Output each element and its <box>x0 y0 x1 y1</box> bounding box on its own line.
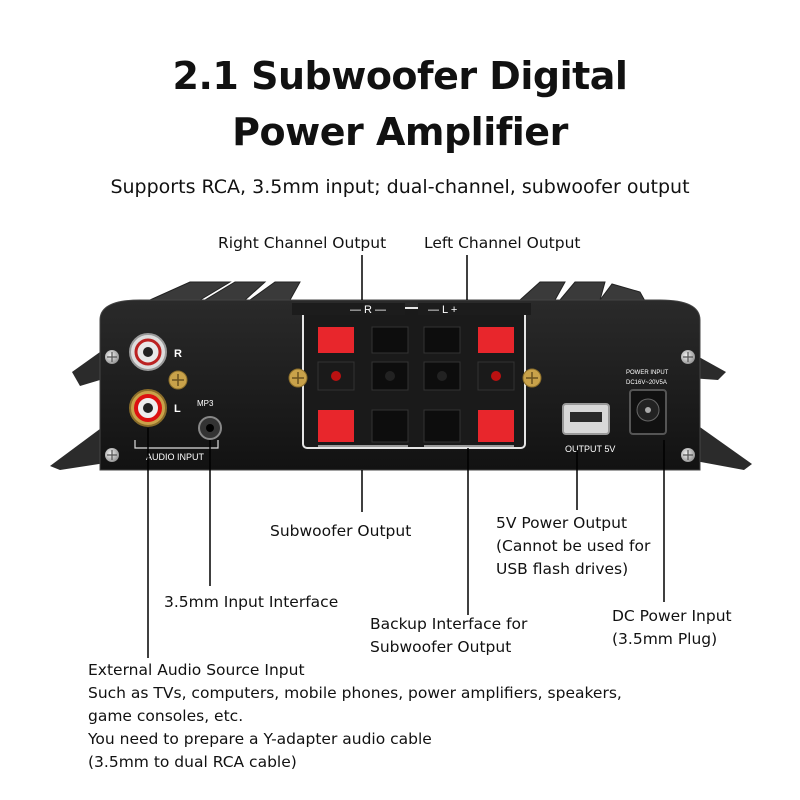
callout-external-line1: External Audio Source Input <box>88 661 305 679</box>
terminal-left-group-mark: — L + <box>428 304 457 316</box>
mp3-label: MP3 <box>197 399 214 408</box>
power-spec-label: DC16V~20V5A <box>626 380 667 386</box>
page-subtitle: Supports RCA, 3.5mm input; dual-channel,… <box>110 176 690 198</box>
page-title-line2: Power Amplifier <box>232 110 568 154</box>
mount-flange-left <box>50 352 112 470</box>
callout-usb-line2: (Cannot be used for <box>496 537 651 555</box>
callout-external-line5: (3.5mm to dual RCA cable) <box>88 753 297 771</box>
callout-dc-line1: DC Power Input <box>612 607 732 625</box>
rca-jack-left[interactable] <box>129 389 167 427</box>
page-title-line1: 2.1 Subwoofer Digital <box>172 54 628 98</box>
power-input-label: POWER INPUT <box>626 370 669 376</box>
output-5v-label: OUTPUT 5V <box>565 444 615 454</box>
callout-external-line4: You need to prepare a Y-adapter audio ca… <box>88 730 432 748</box>
callout-external-line3: game consoles, etc. <box>88 707 244 725</box>
callout-usb-line3: USB flash drives) <box>496 560 629 578</box>
callout-usb-line1: 5V Power Output <box>496 514 628 532</box>
dc-power-jack[interactable] <box>629 389 667 435</box>
callout-subwoofer-output: Subwoofer Output <box>270 522 412 540</box>
callout-backup-line2: Subwoofer Output <box>370 638 512 656</box>
rca-l-mark: L <box>174 403 181 415</box>
rca-ground-screw <box>168 370 188 390</box>
usb-port[interactable] <box>562 403 610 435</box>
aux-jack-35mm[interactable] <box>198 416 222 440</box>
panel-screws <box>288 368 542 388</box>
callout-left-channel: Left Channel Output <box>424 234 581 252</box>
callout-right-channel: Right Channel Output <box>218 234 387 252</box>
callout-backup-line1: Backup Interface for <box>370 615 528 633</box>
rca-r-mark: R <box>174 348 182 360</box>
rca-jack-right[interactable] <box>129 333 167 371</box>
audio-input-label: AUDIO INPUT <box>146 452 205 462</box>
callout-external-line2: Such as TVs, computers, mobile phones, p… <box>88 684 622 702</box>
callout-lines <box>147 255 665 658</box>
callout-35mm-input: 3.5mm Input Interface <box>164 593 339 611</box>
spring-clips[interactable] <box>317 326 515 443</box>
terminal-right-group-mark: — R — <box>350 304 386 316</box>
corner-screws <box>105 350 695 462</box>
callout-dc-line2: (3.5mm Plug) <box>612 630 718 648</box>
